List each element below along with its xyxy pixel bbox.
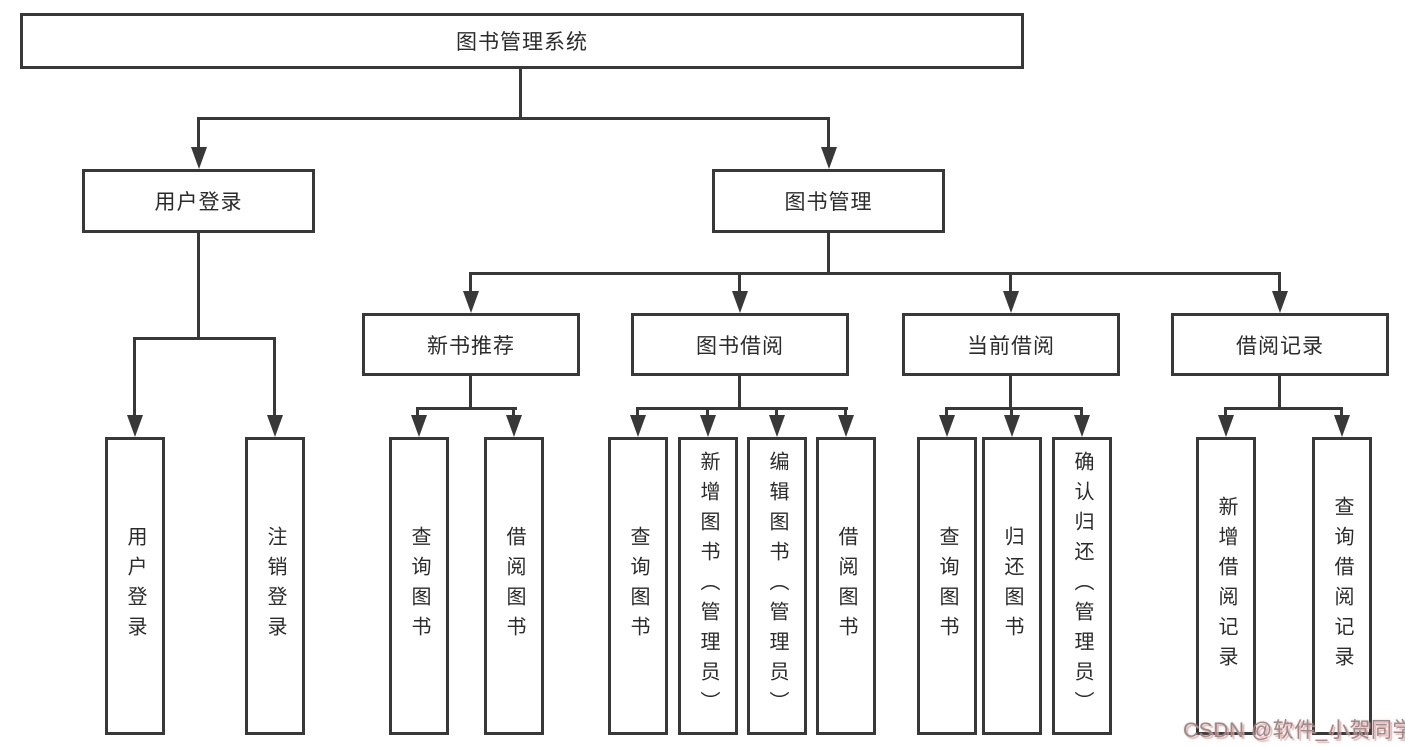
leaf-query-books-current: 查询图书 bbox=[917, 437, 977, 735]
leaf-query-books-borrow: 查询图书 bbox=[608, 437, 668, 735]
node-label: 图书管理系统 bbox=[456, 31, 588, 54]
arrow-down-icon bbox=[127, 415, 143, 437]
leaf-add-book-admin: 新增图书（管理员） bbox=[678, 437, 738, 735]
connector-line bbox=[512, 407, 515, 420]
arrow-down-icon bbox=[700, 415, 716, 437]
connector-line bbox=[133, 337, 276, 340]
node-user-login: 用户登录 bbox=[82, 169, 315, 233]
leaf-label: 用户登录 bbox=[124, 526, 146, 646]
node-new-book-recommendation: 新书推荐 bbox=[362, 313, 580, 376]
leaf-label: 确认归还（管理员） bbox=[1071, 451, 1093, 721]
connector-line bbox=[197, 117, 200, 151]
leaf-label: 新增借阅记录 bbox=[1215, 496, 1237, 676]
arrow-down-icon bbox=[732, 291, 748, 313]
arrow-down-icon bbox=[821, 147, 837, 169]
node-library-management-system: 图书管理系统 bbox=[20, 13, 1024, 69]
connector-line bbox=[1009, 376, 1012, 410]
connector-line bbox=[827, 117, 830, 151]
connector-line bbox=[775, 407, 778, 420]
node-label: 图书借阅 bbox=[696, 334, 784, 358]
leaf-label: 注销登录 bbox=[264, 526, 286, 646]
arrow-down-icon bbox=[1004, 415, 1020, 437]
node-book-management: 图书管理 bbox=[712, 169, 945, 233]
node-label: 用户登录 bbox=[154, 191, 243, 214]
arrow-down-icon bbox=[1003, 291, 1019, 313]
arrow-down-icon bbox=[1218, 415, 1234, 437]
connector-line bbox=[1010, 407, 1013, 420]
leaf-return-book: 归还图书 bbox=[982, 437, 1042, 735]
arrow-down-icon bbox=[1334, 415, 1350, 437]
connector-line bbox=[1080, 407, 1083, 420]
connector-line bbox=[519, 69, 522, 120]
leaf-logout: 注销登录 bbox=[245, 437, 305, 735]
connector-line bbox=[1278, 272, 1281, 294]
connector-line bbox=[945, 407, 1083, 410]
arrow-down-icon bbox=[267, 415, 283, 437]
csdn-watermark: CSDN @软件_小贺同学 bbox=[1183, 719, 1405, 742]
leaf-user-login: 用户登录 bbox=[105, 437, 165, 735]
arrow-down-icon bbox=[411, 415, 427, 437]
leaf-label: 借阅图书 bbox=[835, 526, 857, 646]
leaf-label: 查询图书 bbox=[408, 526, 430, 646]
node-label: 图书管理 bbox=[784, 191, 873, 214]
connector-line bbox=[636, 407, 848, 410]
connector-line bbox=[1224, 407, 1227, 420]
node-book-borrowing: 图书借阅 bbox=[631, 313, 849, 376]
connector-line bbox=[1009, 272, 1012, 294]
node-current-borrowing: 当前借阅 bbox=[902, 313, 1120, 376]
arrow-down-icon bbox=[1272, 291, 1288, 313]
connector-line bbox=[197, 117, 830, 120]
arrow-down-icon bbox=[191, 147, 207, 169]
connector-line bbox=[1224, 407, 1343, 410]
connector-line bbox=[738, 376, 741, 410]
connector-line bbox=[636, 407, 639, 420]
connector-line bbox=[706, 407, 709, 420]
arrow-down-icon bbox=[463, 291, 479, 313]
connector-line bbox=[416, 407, 517, 410]
arrow-down-icon bbox=[1074, 415, 1090, 437]
node-label: 新书推荐 bbox=[427, 334, 515, 358]
leaf-query-borrow-record: 查询借阅记录 bbox=[1312, 437, 1372, 735]
leaf-borrow-books: 借阅图书 bbox=[816, 437, 876, 735]
connector-line bbox=[469, 272, 1281, 275]
connector-line bbox=[416, 407, 419, 420]
leaf-label: 借阅图书 bbox=[503, 526, 525, 646]
connector-line bbox=[945, 407, 948, 420]
arrow-down-icon bbox=[506, 415, 522, 437]
leaf-confirm-return-admin: 确认归还（管理员） bbox=[1052, 437, 1112, 735]
connector-line bbox=[197, 233, 200, 340]
connector-line bbox=[469, 376, 472, 410]
leaf-label: 归还图书 bbox=[1001, 526, 1023, 646]
arrow-down-icon bbox=[939, 415, 955, 437]
connector-line bbox=[1340, 407, 1343, 420]
leaf-borrow-books-recommend: 借阅图书 bbox=[484, 437, 544, 735]
connector-line bbox=[827, 233, 830, 275]
leaf-label: 编辑图书（管理员） bbox=[766, 451, 788, 721]
connector-line bbox=[844, 407, 847, 420]
connector-line bbox=[738, 272, 741, 294]
connector-line bbox=[273, 337, 276, 419]
connector-line bbox=[469, 272, 472, 294]
arrow-down-icon bbox=[630, 415, 646, 437]
arrow-down-icon bbox=[838, 415, 854, 437]
leaf-edit-book-admin: 编辑图书（管理员） bbox=[747, 437, 807, 735]
leaf-label: 查询图书 bbox=[936, 526, 958, 646]
leaf-label: 查询借阅记录 bbox=[1331, 496, 1353, 676]
leaf-add-borrow-record: 新增借阅记录 bbox=[1196, 437, 1256, 735]
node-borrowing-records: 借阅记录 bbox=[1171, 313, 1389, 376]
leaf-query-books-recommend: 查询图书 bbox=[389, 437, 449, 735]
connector-line bbox=[1278, 376, 1281, 410]
arrow-down-icon bbox=[769, 415, 785, 437]
node-label: 当前借阅 bbox=[967, 334, 1055, 358]
connector-line bbox=[133, 337, 136, 419]
leaf-label: 新增图书（管理员） bbox=[697, 451, 719, 721]
node-label: 借阅记录 bbox=[1236, 334, 1324, 358]
leaf-label: 查询图书 bbox=[627, 526, 649, 646]
